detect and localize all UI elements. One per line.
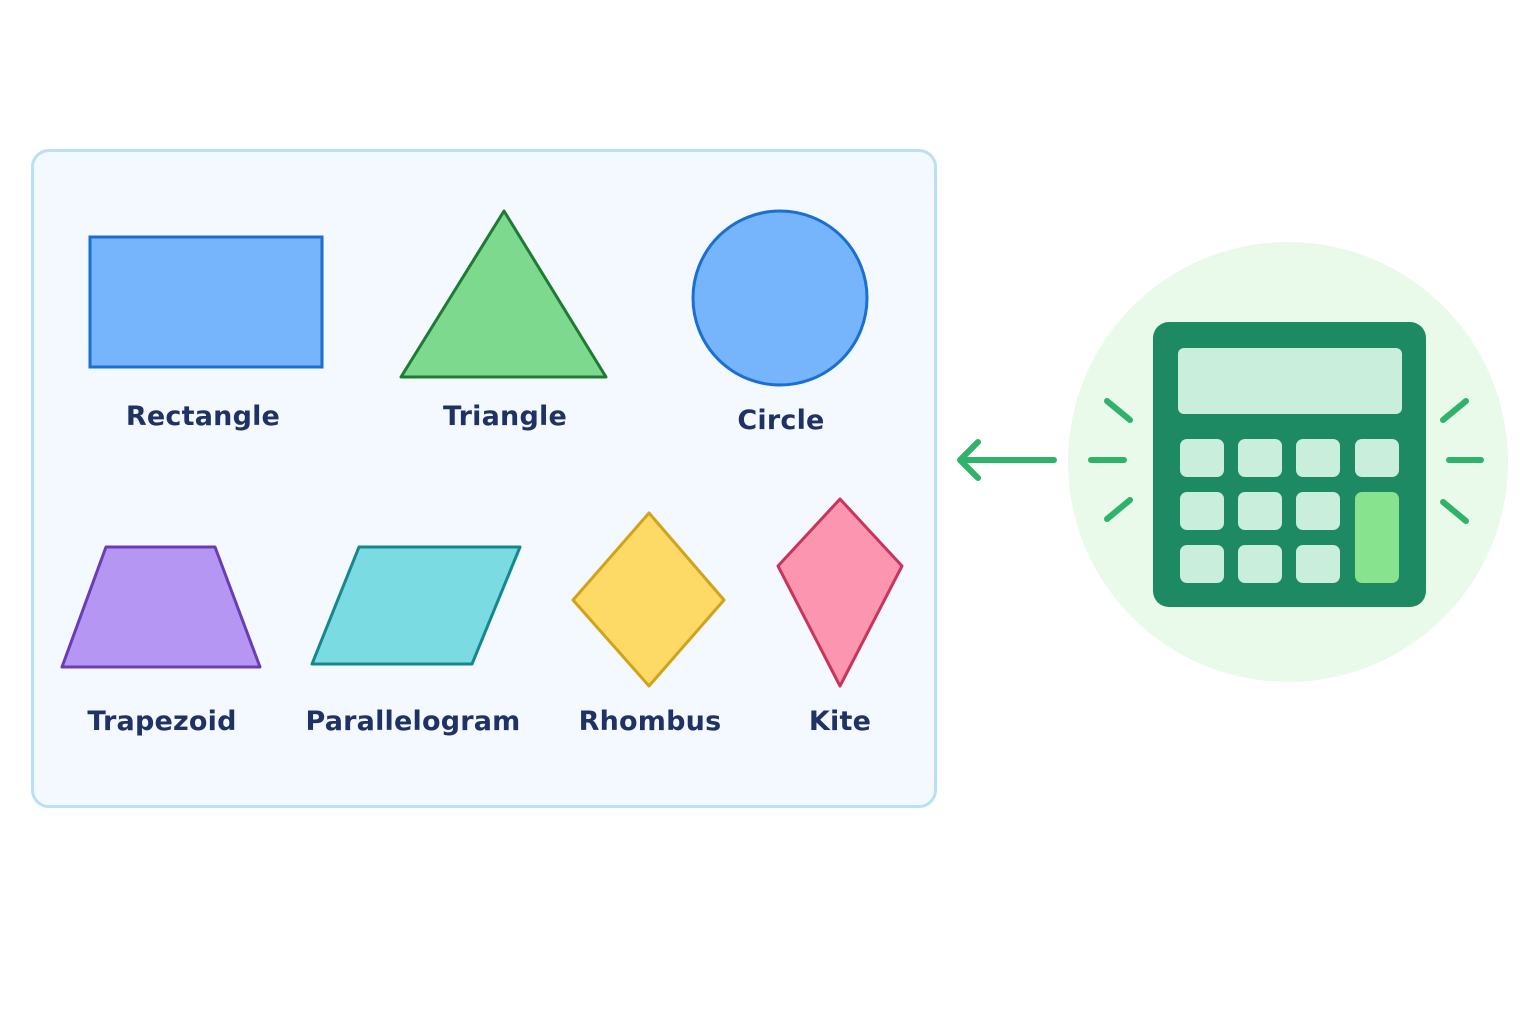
triangle-shape xyxy=(399,209,608,379)
calculator-key xyxy=(1238,492,1282,530)
trapezoid-label: Trapezoid xyxy=(87,706,237,737)
calculator-key xyxy=(1180,439,1224,477)
calculator-key xyxy=(1355,439,1399,477)
trapezoid-shape xyxy=(60,545,262,669)
motion-lines xyxy=(1088,398,1484,524)
triangle-label: Triangle xyxy=(443,401,567,432)
parallelogram-shape xyxy=(310,545,522,666)
kite-label: Kite xyxy=(808,706,872,737)
calculator-icon xyxy=(1153,322,1426,607)
calculator-key xyxy=(1238,545,1282,583)
arrow-left-icon xyxy=(957,439,1057,481)
calculator-key xyxy=(1296,439,1340,477)
circle-label: Circle xyxy=(737,405,825,436)
calculator-key xyxy=(1296,545,1340,583)
calculator-display xyxy=(1178,348,1402,414)
rectangle-label: Rectangle xyxy=(125,401,281,432)
calculator-key xyxy=(1180,492,1224,530)
calculator-key xyxy=(1238,439,1282,477)
rhombus-shape xyxy=(571,511,726,688)
calculator-equals-key xyxy=(1355,492,1399,583)
calculator-key xyxy=(1296,492,1340,530)
calculator-key xyxy=(1180,545,1224,583)
parallelogram-label: Parallelogram xyxy=(305,706,521,737)
kite-shape xyxy=(776,497,904,688)
rhombus-label: Rhombus xyxy=(578,706,722,737)
circle-shape xyxy=(691,209,869,387)
rectangle-shape xyxy=(88,235,324,369)
